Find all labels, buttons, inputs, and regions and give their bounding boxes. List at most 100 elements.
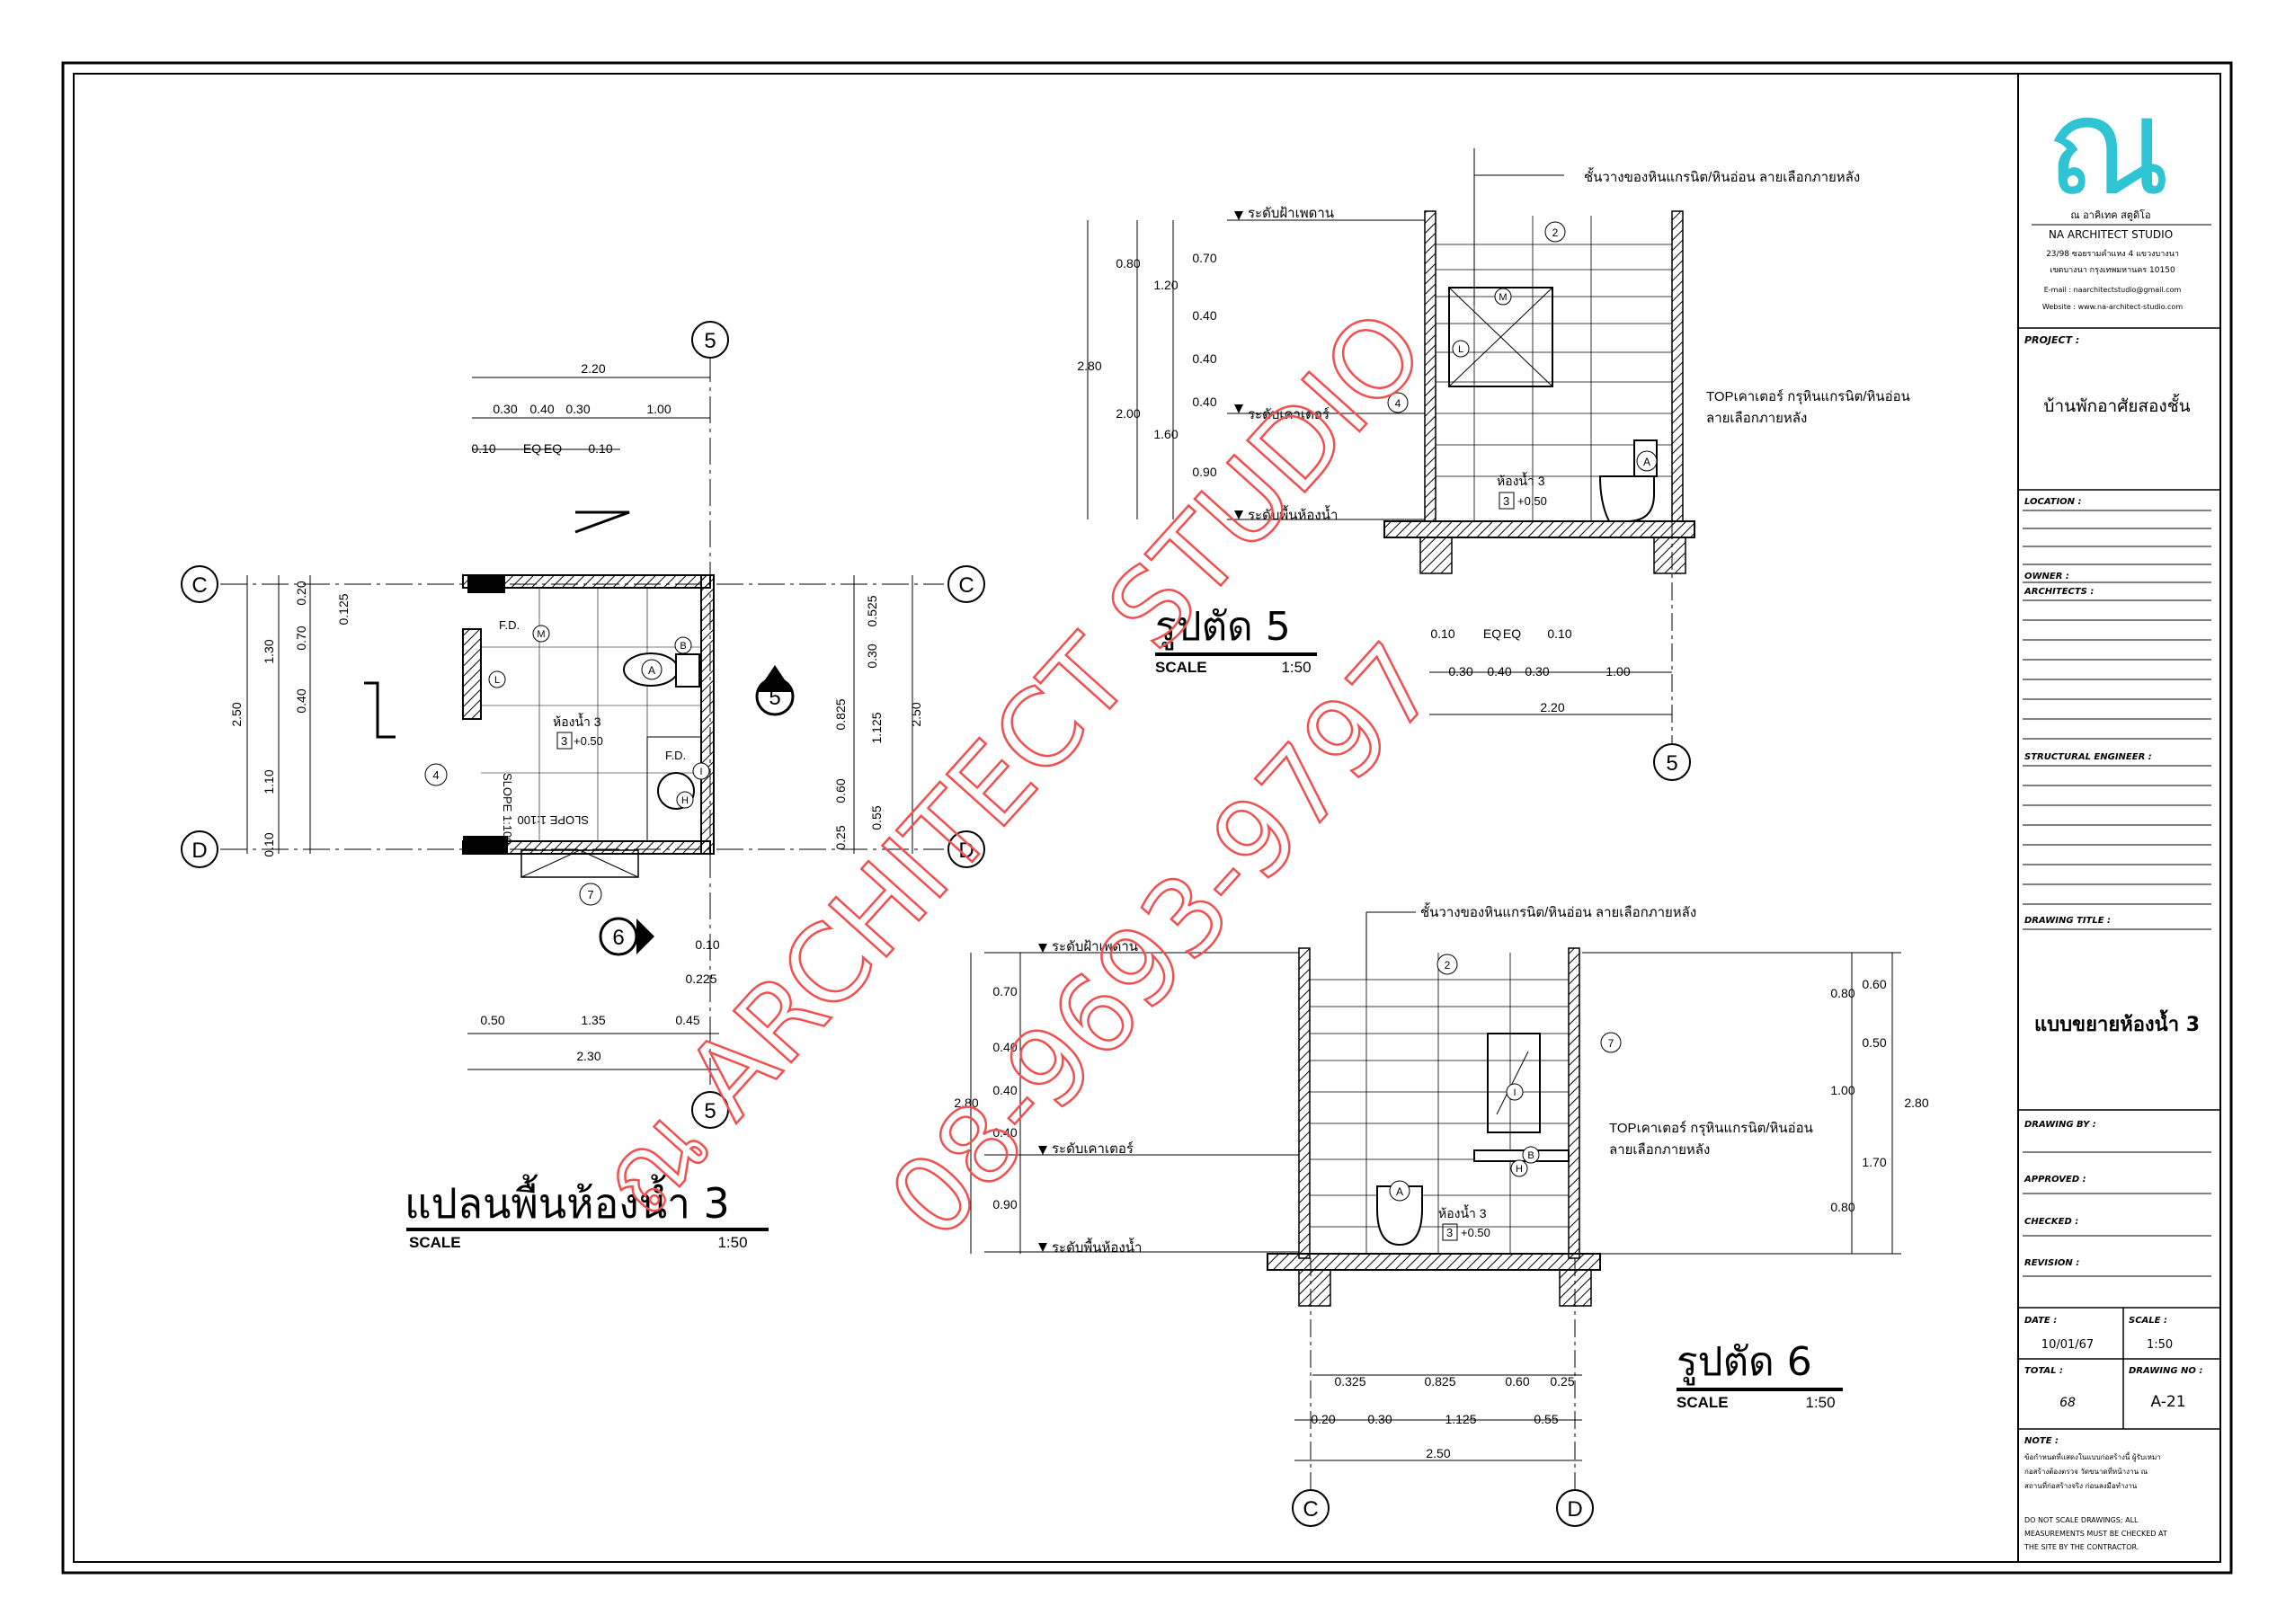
svg-text:1.70: 1.70	[1862, 1155, 1886, 1169]
svg-text:0.10: 0.10	[695, 937, 719, 952]
svg-text:2.80: 2.80	[1077, 359, 1101, 373]
title-block: ณ ณ อาคิเทค สตูดิโอ NA ARCHITECT STUDIO …	[2017, 69, 2220, 1562]
drawing-number: A-21	[2150, 1393, 2185, 1411]
svg-text:1.35: 1.35	[581, 1013, 605, 1027]
svg-text:M: M	[1499, 292, 1507, 303]
svg-text:2.30: 2.30	[576, 1049, 600, 1063]
svg-text:1.125: 1.125	[869, 712, 884, 743]
sec5-floor-slab	[1383, 520, 1695, 538]
svg-text:0.40: 0.40	[992, 1040, 1017, 1054]
svg-text:0.525: 0.525	[865, 595, 879, 626]
svg-text:+0.50: +0.50	[1517, 494, 1547, 508]
svg-text:0.30: 0.30	[1525, 664, 1549, 679]
svg-text:1.00: 1.00	[1830, 1083, 1855, 1097]
svg-text:3: 3	[561, 734, 567, 748]
svg-text:เขตบางนา กรุงเทพมหานคร 10150: เขตบางนา กรุงเทพมหานคร 10150	[2050, 266, 2175, 275]
svg-text:1:50: 1:50	[2147, 1338, 2173, 1352]
svg-text:2.20: 2.20	[1540, 700, 1564, 714]
svg-text:H: H	[1516, 1164, 1523, 1175]
svg-text:SLOPE 1:100: SLOPE 1:100	[518, 813, 590, 827]
svg-text:0.60: 0.60	[1862, 977, 1886, 991]
svg-text:Website : www.na-architect-stu: Website : www.na-architect-studio.com	[2042, 303, 2183, 311]
svg-text:2.50: 2.50	[909, 702, 923, 726]
svg-text:EQ: EQ	[1483, 626, 1501, 641]
svg-text:7: 7	[587, 888, 593, 901]
plan-wall-left	[462, 628, 482, 720]
svg-text:2.00: 2.00	[1116, 406, 1140, 421]
svg-text:0.80: 0.80	[1830, 1200, 1855, 1214]
svg-text:I: I	[699, 767, 702, 777]
svg-text:A: A	[648, 664, 655, 677]
svg-text:สถานที่ก่อสร้างจริง ก่อนลงมือท: สถานที่ก่อสร้างจริง ก่อนลงมือทำงาน	[2024, 1480, 2138, 1490]
svg-text:APPROVED :: APPROVED :	[2024, 1175, 2086, 1185]
svg-text:0.825: 0.825	[1424, 1374, 1455, 1389]
svg-text:0.70: 0.70	[992, 984, 1017, 998]
svg-text:7: 7	[1608, 1037, 1614, 1050]
svg-text:0.10: 0.10	[1547, 626, 1571, 641]
studio-logo: ณ	[2045, 69, 2170, 226]
svg-text:0.40: 0.40	[529, 402, 554, 416]
sec6-counter	[1473, 1149, 1570, 1162]
svg-text:0.50: 0.50	[480, 1013, 504, 1027]
svg-text:+0.50: +0.50	[1461, 1226, 1490, 1239]
svg-text:0.90: 0.90	[1192, 465, 1216, 479]
svg-text:A: A	[1643, 456, 1650, 468]
svg-text:ก่อสร้างต้องตรวจ วัดขนาดที่หน้: ก่อสร้างต้องตรวจ วัดขนาดที่หน้างาน ณ	[2024, 1466, 2148, 1476]
svg-text:1.20: 1.20	[1153, 278, 1178, 292]
svg-text:23/98 ซอยรามคำแหง 4 แขวงบางนา: 23/98 ซอยรามคำแหง 4 แขวงบางนา	[2046, 249, 2179, 259]
svg-text:1.00: 1.00	[1605, 664, 1630, 679]
svg-text:2.20: 2.20	[581, 361, 605, 376]
svg-text:4: 4	[432, 768, 439, 782]
svg-text:4: 4	[1395, 397, 1401, 410]
svg-text:0.55: 0.55	[869, 805, 884, 830]
sec6-grid-bubble-c	[1292, 1489, 1330, 1527]
svg-text:SCALE: SCALE	[1155, 659, 1207, 676]
svg-text:+0.50: +0.50	[574, 734, 603, 748]
svg-text:0.90: 0.90	[992, 1197, 1017, 1211]
plan-title: แปลนพื้นห้องน้ำ 3	[405, 1174, 730, 1228]
project-name: บ้านพักอาศัยสองชั้น	[2043, 394, 2190, 416]
svg-text:0.10: 0.10	[471, 441, 495, 456]
svg-text:10/01/67: 10/01/67	[2041, 1338, 2094, 1352]
svg-text:EQ: EQ	[523, 441, 541, 456]
svg-text:2.80: 2.80	[1904, 1096, 1928, 1110]
svg-text:0.10: 0.10	[1430, 626, 1454, 641]
grid-bubble-5-bottom	[691, 1091, 729, 1129]
svg-text:2.50: 2.50	[1426, 1446, 1450, 1460]
svg-text:1.60: 1.60	[1153, 427, 1178, 441]
svg-text:0.10: 0.10	[588, 441, 612, 456]
svg-text:M: M	[537, 629, 545, 640]
svg-text:0.30: 0.30	[1448, 664, 1472, 679]
svg-text:0.825: 0.825	[833, 698, 848, 730]
svg-text:3: 3	[1503, 494, 1509, 508]
svg-text:2.50: 2.50	[229, 702, 244, 726]
svg-text:0.40: 0.40	[1192, 395, 1216, 409]
svg-text:5: 5	[1666, 751, 1677, 776]
sec6-mirror	[1487, 1033, 1541, 1133]
svg-text:0.30: 0.30	[865, 643, 879, 668]
svg-text:NA ARCHITECT STUDIO: NA ARCHITECT STUDIO	[2049, 228, 2173, 241]
svg-text:A: A	[1396, 1185, 1403, 1198]
sec6-toilet	[1376, 1185, 1423, 1247]
svg-text:0.55: 0.55	[1534, 1412, 1558, 1426]
svg-text:D: D	[1567, 1497, 1582, 1522]
svg-text:5: 5	[704, 1099, 716, 1123]
svg-text:0.40: 0.40	[294, 688, 308, 713]
svg-text:SLOPE 1:100: SLOPE 1:100	[501, 773, 514, 845]
svg-text:1.125: 1.125	[1445, 1412, 1476, 1426]
svg-text:ชั้นวางของหินแกรนิต/หินอ่อน ลา: ชั้นวางของหินแกรนิต/หินอ่อน ลายเลือกภายห…	[1420, 902, 1696, 920]
svg-text:CHECKED :: CHECKED :	[2024, 1217, 2078, 1227]
svg-text:PROJECT :: PROJECT :	[2024, 334, 2079, 346]
svg-text:0.30: 0.30	[493, 402, 517, 416]
plan-wall-right	[700, 574, 715, 855]
section-6-title: รูปตัด 6	[1677, 1339, 1812, 1386]
svg-text:C: C	[958, 573, 974, 598]
svg-text:ห้องน้ำ 3: ห้องน้ำ 3	[1497, 472, 1545, 488]
svg-text:0.20: 0.20	[294, 581, 308, 605]
svg-text:ระดับฝ้าเพดาน: ระดับฝ้าเพดาน	[1248, 206, 1334, 221]
svg-text:2.80: 2.80	[954, 1096, 978, 1110]
svg-text:0.20: 0.20	[1311, 1412, 1335, 1426]
svg-text:0.225: 0.225	[685, 972, 716, 986]
sec5-grid-bubble-5	[1653, 743, 1691, 781]
